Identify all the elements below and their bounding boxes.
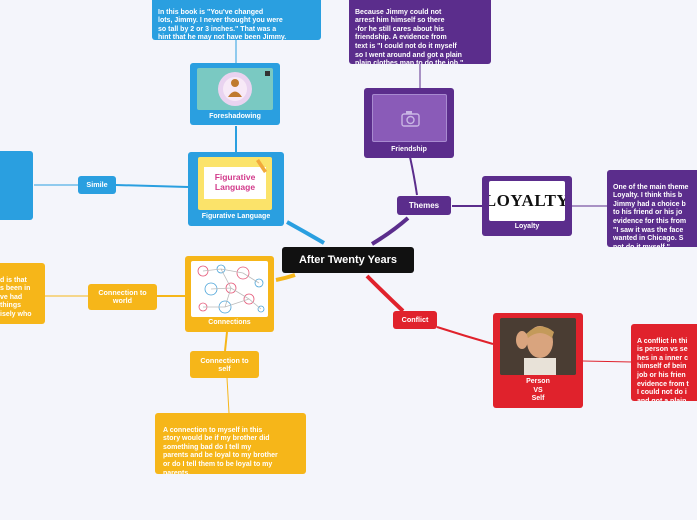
person-vs-self-label: Person VS Self [526,378,550,403]
conflict-note-text: A conflict in thi is person vs se hes in… [637,337,689,401]
central-topic-title: After Twenty Years [298,254,398,266]
figurative-language-label: Figurative Language [201,213,271,220]
connections-node[interactable]: Connections [185,256,274,332]
meditation-figure-icon [218,71,270,106]
connection-to-self-label: Connection to self [200,355,249,373]
link-center-figurative [286,220,326,245]
person-photo-icon [500,318,576,375]
connections-image [191,261,268,317]
figurative-image-text: Figurative Language [214,172,256,192]
pencil-icon [256,159,267,173]
connection-to-world-node[interactable]: Connection to world [88,284,157,310]
foreshadowing-image [197,68,273,110]
connection-to-world-label: Connection to world [98,288,147,305]
foreshadowing-quote-box[interactable]: In this book is "You've changed lots, Ji… [152,0,321,40]
figurative-language-image: Figurative Language [198,157,272,210]
loyalty-note-text: One of the main theme Loyalty. I think t… [613,183,689,247]
connection-to-self-note-text: A connection to myself in this story wou… [163,426,278,474]
friendship-node[interactable]: Friendship [364,88,454,158]
conflict-note-box[interactable]: A conflict in thi is person vs se hes in… [631,324,697,401]
link-conflict-person [436,326,494,345]
loyalty-note-box[interactable]: One of the main theme Loyalty. I think t… [607,170,697,247]
network-doodle-icon [197,264,265,314]
foreshadowing-label: Foreshadowing [209,113,261,120]
themes-node[interactable]: Themes [397,196,451,215]
notebook-page [204,167,266,199]
simile-node[interactable]: Simile [78,176,116,194]
friendship-quote-box[interactable]: Because Jimmy could not arrest him himse… [349,0,491,64]
link-center-themes [370,216,410,246]
foreshadowing-quote-text: In this book is "You've changed lots, Ji… [158,8,287,40]
link-themes-friendship [409,156,418,196]
friendship-image-placeholder [372,94,447,142]
connection-to-world-note-box[interactable]: d is that s been in ve had things isely … [0,263,45,324]
link-center-connections [275,273,296,282]
loyalty-image-word: LOYALTY [489,191,565,210]
themes-label: Themes [408,200,440,210]
link-connections-self [224,331,228,352]
central-topic[interactable]: After Twenty Years [282,247,414,273]
loyalty-node[interactable]: LOYALTY Loyalty [482,176,572,236]
person-vs-self-image [500,318,576,375]
friendship-label: Friendship [391,146,427,153]
figurative-language-node[interactable]: Figurative Language Figurative Language [188,152,284,226]
connection-to-self-node[interactable]: Connection to self [190,351,259,378]
conflict-node[interactable]: Conflict [393,311,437,329]
connections-label: Connections [208,319,251,326]
connection-to-world-note-text: d is that s been in ve had things isely … [0,276,32,318]
link-figurative-simile [115,184,189,188]
link-center-conflict [365,274,405,313]
simile-label: Simile [86,180,108,189]
friendship-quote-text: Because Jimmy could not arrest him himse… [355,8,464,64]
foreshadowing-node[interactable]: Foreshadowing [190,63,280,125]
loyalty-label: Loyalty [514,223,540,230]
link-self-note [226,377,230,414]
simile-detail-box[interactable] [0,151,33,220]
loyalty-image: LOYALTY [489,181,565,221]
conflict-label: Conflict [401,315,429,324]
person-vs-self-node[interactable]: Person VS Self [493,313,583,408]
camera-icon [401,111,420,127]
connection-to-self-note-box[interactable]: A connection to myself in this story wou… [155,413,306,474]
link-person-note [582,360,633,363]
